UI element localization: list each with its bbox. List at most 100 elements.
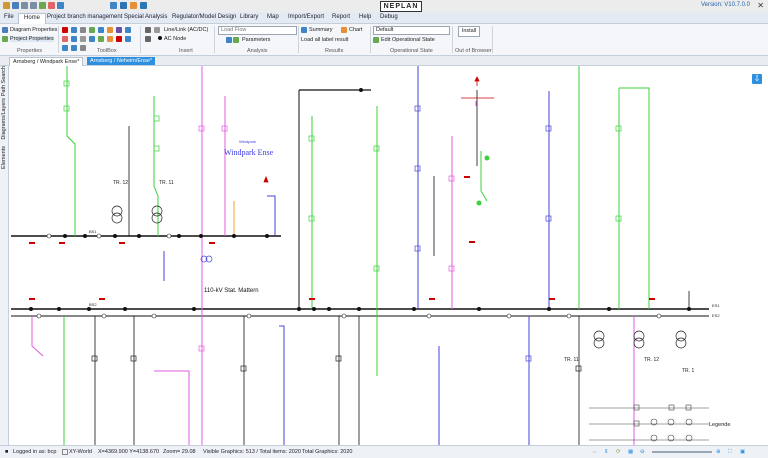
diagram-canvas[interactable]: Windpark Ense Windpark 110-kV Stat. Matt… <box>9 66 768 445</box>
ac-node-button[interactable]: AC Node <box>164 36 187 42</box>
flip-icon[interactable] <box>98 36 104 42</box>
install-button[interactable]: Install <box>458 26 480 37</box>
tab-neheim-ense[interactable]: Arnsberg / Neheim/Ense* <box>87 57 156 65</box>
title-bar: NEPLAN Version: V10.7.0.0 ✕ <box>0 0 768 12</box>
menu-project-branch[interactable]: Project branch management <box>47 14 123 20</box>
blue-feeder <box>267 195 276 236</box>
paste-icon[interactable] <box>80 36 86 42</box>
side-panel: Path Search Diagrams/Layers Elements <box>0 66 9 445</box>
diagram-properties-button[interactable]: Diagram Properties <box>10 27 58 33</box>
group-analysis-label: Analysis <box>247 48 268 54</box>
ribbon-separator <box>492 26 493 53</box>
ribbon-separator <box>298 26 299 53</box>
status-bar: ■ Logged in as: bcp XY-World X=4369.900 … <box>0 445 768 458</box>
element-icon-a[interactable] <box>145 27 151 33</box>
summary-button[interactable]: Summary <box>309 27 333 33</box>
menu-home[interactable]: Home <box>18 13 47 24</box>
save-icon[interactable] <box>12 2 19 9</box>
line-tool-icon[interactable] <box>89 27 95 33</box>
diagrams-layers-tab[interactable]: Diagrams/Layers <box>1 98 7 140</box>
tool-icon-b[interactable] <box>120 2 127 9</box>
align-tool-icon[interactable] <box>125 27 131 33</box>
grid-icon[interactable] <box>125 36 131 42</box>
close-icon[interactable]: ✕ <box>757 1 764 10</box>
menu-report[interactable]: Report <box>332 14 351 20</box>
tool-icon-a[interactable] <box>110 2 117 9</box>
parameters-button[interactable]: Parameters <box>242 37 271 43</box>
status-visible-graphics: Visible Graphics: 513 / Total items: 202… <box>203 449 301 455</box>
busbar-label-2: BS2 <box>89 302 97 307</box>
transformer-symbols <box>111 205 687 349</box>
status-total-graphics: Total Graphics: 2020 <box>302 449 353 455</box>
menu-import-export[interactable]: Import/Export <box>288 14 325 20</box>
run-icon[interactable] <box>226 37 232 43</box>
tool-icon-c[interactable] <box>130 2 137 9</box>
fullscreen-icon[interactable]: ⛶ <box>728 449 732 455</box>
fit-icon[interactable] <box>80 45 86 51</box>
operational-state-dropdown[interactable]: Default <box>373 26 450 35</box>
menu-regulator-model[interactable]: Regulator/Model Design <box>172 14 237 20</box>
menu-debug[interactable]: Debug <box>380 14 398 20</box>
magenta-feeder <box>31 316 44 357</box>
group-results-label: Results <box>325 48 344 54</box>
busbar-label-3: ES1 <box>712 303 720 308</box>
fit-height-icon[interactable]: ⇕ <box>604 449 609 455</box>
ribbon-separator <box>58 26 59 53</box>
analysis-dropdown[interactable]: Load Flow <box>218 26 297 35</box>
menu-library[interactable]: Library <box>240 14 259 20</box>
pan-icon[interactable] <box>80 27 86 33</box>
project-properties-icon <box>2 36 8 42</box>
line-link-button[interactable]: Line/Link (AC/DC) <box>164 27 209 33</box>
windpark-label: Windpark Ense <box>224 148 274 157</box>
redo-icon[interactable] <box>30 2 37 9</box>
xy-world-checkbox[interactable] <box>62 449 68 455</box>
windpark-small-label: Windpark <box>239 139 256 144</box>
color-icon[interactable] <box>107 36 113 42</box>
group-properties-label: Properties <box>17 48 43 54</box>
zoom-out-icon[interactable]: ⊖ <box>640 449 645 455</box>
delete-icon[interactable] <box>62 27 68 33</box>
fit-page-icon[interactable]: ⇔ <box>592 449 598 455</box>
grid-toggle-icon[interactable]: ▦ <box>628 449 634 455</box>
open-icon[interactable] <box>39 2 46 9</box>
diagram-properties-icon <box>2 27 8 33</box>
tool-icon-d[interactable] <box>140 2 147 9</box>
status-user-icon: ■ <box>5 449 9 455</box>
element-icon-c[interactable] <box>154 27 160 33</box>
menu-help[interactable]: Help <box>359 14 372 20</box>
menu-special-analysis[interactable]: Special Analysis <box>124 14 168 20</box>
menu-file[interactable]: File <box>4 14 14 20</box>
text-tool-icon[interactable] <box>98 27 104 33</box>
menu-map[interactable]: Map <box>267 14 279 20</box>
chart-button[interactable]: Chart <box>349 27 363 33</box>
font-icon[interactable] <box>116 36 122 42</box>
refresh-icon[interactable]: ⟳ <box>616 449 621 455</box>
project-properties-button[interactable]: Project Properties <box>10 36 54 42</box>
zoom-out-icon[interactable] <box>71 45 77 51</box>
element-icon-b[interactable] <box>145 36 151 42</box>
tab-windpark-ense[interactable]: Arnsberg / Windpark Ense* <box>9 57 84 66</box>
panel-toggle-icon[interactable]: ▣ <box>740 449 746 455</box>
path-search-tab[interactable]: Path Search <box>1 66 7 97</box>
undo-icon[interactable] <box>21 2 28 9</box>
transformer-tr11-left: TR. 11 <box>159 180 174 186</box>
load-all-label-button[interactable]: Load all label result <box>301 37 349 43</box>
stop-icon[interactable] <box>233 37 239 43</box>
zoom-in-icon[interactable]: ⊕ <box>716 449 721 455</box>
edit-operational-state-button[interactable]: Edit Operational State <box>381 37 435 43</box>
edit-state-icon <box>373 37 379 43</box>
copy-icon[interactable] <box>71 36 77 42</box>
shape-tool-icon[interactable] <box>107 27 113 33</box>
ribbon: Diagram Properties Project Properties Pr… <box>0 24 768 56</box>
group-tool-icon[interactable] <box>116 27 122 33</box>
zoom-slider[interactable] <box>652 451 712 453</box>
rotate-icon[interactable] <box>89 36 95 42</box>
navigation-icon[interactable]: ⇩ <box>752 74 762 84</box>
cut-icon[interactable] <box>62 36 68 42</box>
select-icon[interactable] <box>71 27 77 33</box>
network-diagram[interactable] <box>9 66 768 445</box>
zoom-icon[interactable] <box>57 2 64 9</box>
print-icon[interactable] <box>48 2 55 9</box>
elements-tab[interactable]: Elements <box>1 146 7 169</box>
zoom-in-icon[interactable] <box>62 45 68 51</box>
